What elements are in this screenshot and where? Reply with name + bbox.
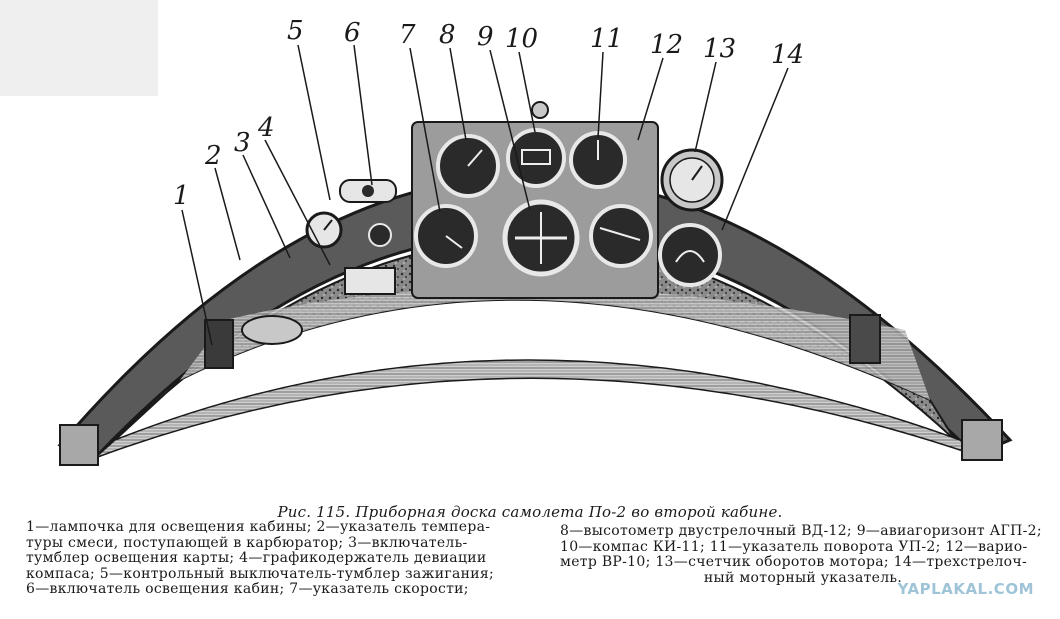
turn-indicator-gauge xyxy=(569,131,627,189)
callout-12: 12 xyxy=(650,30,684,60)
panel-shelf xyxy=(180,287,930,400)
legend-line: тумблер освещения карты; 4—графикодержат… xyxy=(26,550,487,566)
variometer-gauge xyxy=(589,204,653,268)
cabin-lamp xyxy=(204,319,234,369)
legend-line: компаса; 5—контрольный выключатель-тумбл… xyxy=(26,565,495,582)
blank-corner-area xyxy=(0,0,158,96)
legend-line: туры смеси, поступающей в карбюратор; 3—… xyxy=(26,534,468,551)
legend-line: 1—лампочка для освещения кабины; 2—указа… xyxy=(26,519,491,535)
callout-4: 4 xyxy=(258,113,275,143)
legend-line: метр ВР-10; 13—счетчик оборотов мотора; … xyxy=(560,554,1027,570)
figure-caption: Рис. 115. Приборная доска самолета По-2 … xyxy=(277,503,783,521)
cabin-light-switch xyxy=(368,223,392,247)
callout-2: 2 xyxy=(205,141,222,171)
callout-13: 13 xyxy=(703,34,737,64)
callout-11: 11 xyxy=(590,24,624,54)
top-lamp xyxy=(531,101,549,119)
callout-10: 10 xyxy=(505,24,539,54)
callout-7: 7 xyxy=(399,20,416,50)
deviation-card-holder xyxy=(344,267,396,295)
ignition-switch xyxy=(339,179,397,203)
callout-8: 8 xyxy=(439,20,456,50)
right-end-block xyxy=(961,419,1003,461)
legend-right-column: 8—высотометр двустрелочный ВД-12; 9—авиа… xyxy=(560,523,1046,586)
engine-indicator-gauge xyxy=(658,223,722,287)
callout-9: 9 xyxy=(477,22,494,52)
altimeter-gauge xyxy=(436,134,500,198)
legend-left-column: 1—лампочка для освещения кабины; 2—указа… xyxy=(26,519,512,598)
watermark: YAPLAKAL.COM xyxy=(897,580,1034,598)
airspeed-gauge xyxy=(414,204,478,268)
legend-line: 10—компас КИ-11; 11—указатель поворота У… xyxy=(560,538,1028,555)
callout-14: 14 xyxy=(771,40,805,70)
instrument-panel-illustration xyxy=(57,44,1013,466)
legend-line: ный моторный указатель. xyxy=(703,569,903,586)
callout-5: 5 xyxy=(287,16,304,46)
callout-1: 1 xyxy=(173,181,190,211)
compass-gauge xyxy=(506,128,566,188)
panel-rim xyxy=(57,174,1013,460)
panel-base xyxy=(94,359,976,459)
callout-6: 6 xyxy=(344,18,361,48)
legend-line: 6—включатель освещения кабин; 7—указател… xyxy=(26,581,469,597)
callout-3: 3 xyxy=(234,128,251,158)
map-light-housing xyxy=(241,315,303,345)
tachometer-gauge xyxy=(660,148,724,212)
legend-line: 8—высотометр двустрелочный ВД-12; 9—авиа… xyxy=(560,523,1042,539)
right-bracket xyxy=(849,314,881,364)
leader-lines xyxy=(181,44,789,346)
attitude-indicator-gauge xyxy=(502,199,580,277)
left-end-block xyxy=(59,424,99,466)
